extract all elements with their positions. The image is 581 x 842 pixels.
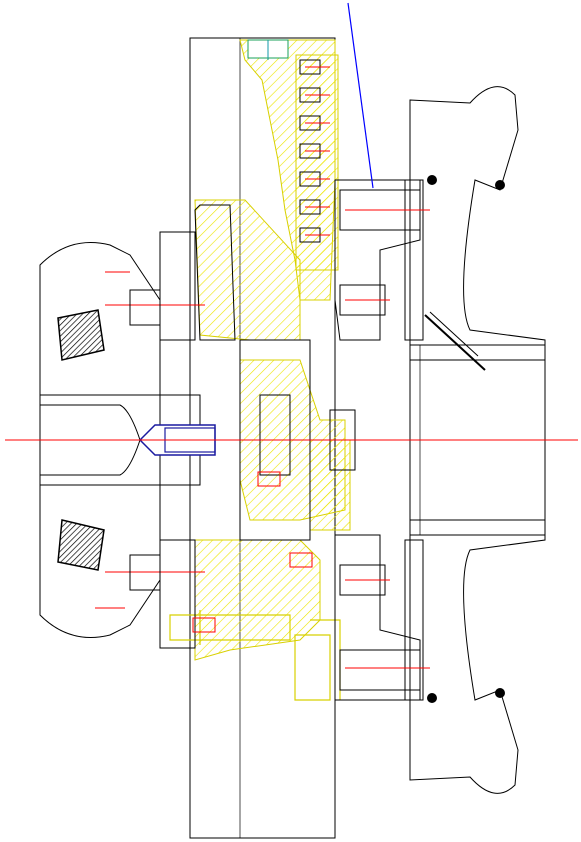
bearing-lower: [57, 519, 105, 571]
slot-stack: [247, 39, 339, 271]
rim-bolt-lower-inner: [495, 688, 505, 698]
leader-line: [347, 2, 374, 189]
spacer-lower: [129, 554, 161, 591]
yellow-carrier-center: [239, 359, 351, 531]
bolt-axis-lines: [95, 209, 430, 669]
green-flange-upper: [334, 179, 421, 341]
spacer-upper: [129, 289, 161, 326]
rim-bolt-upper-outer: [427, 175, 437, 185]
bearing-upper: [57, 309, 105, 361]
rim-bolt-lower-outer: [427, 693, 437, 703]
green-bracket-lower: [159, 539, 196, 649]
green-flange-lower: [334, 534, 421, 701]
rim-bolt-upper-inner: [495, 180, 505, 190]
